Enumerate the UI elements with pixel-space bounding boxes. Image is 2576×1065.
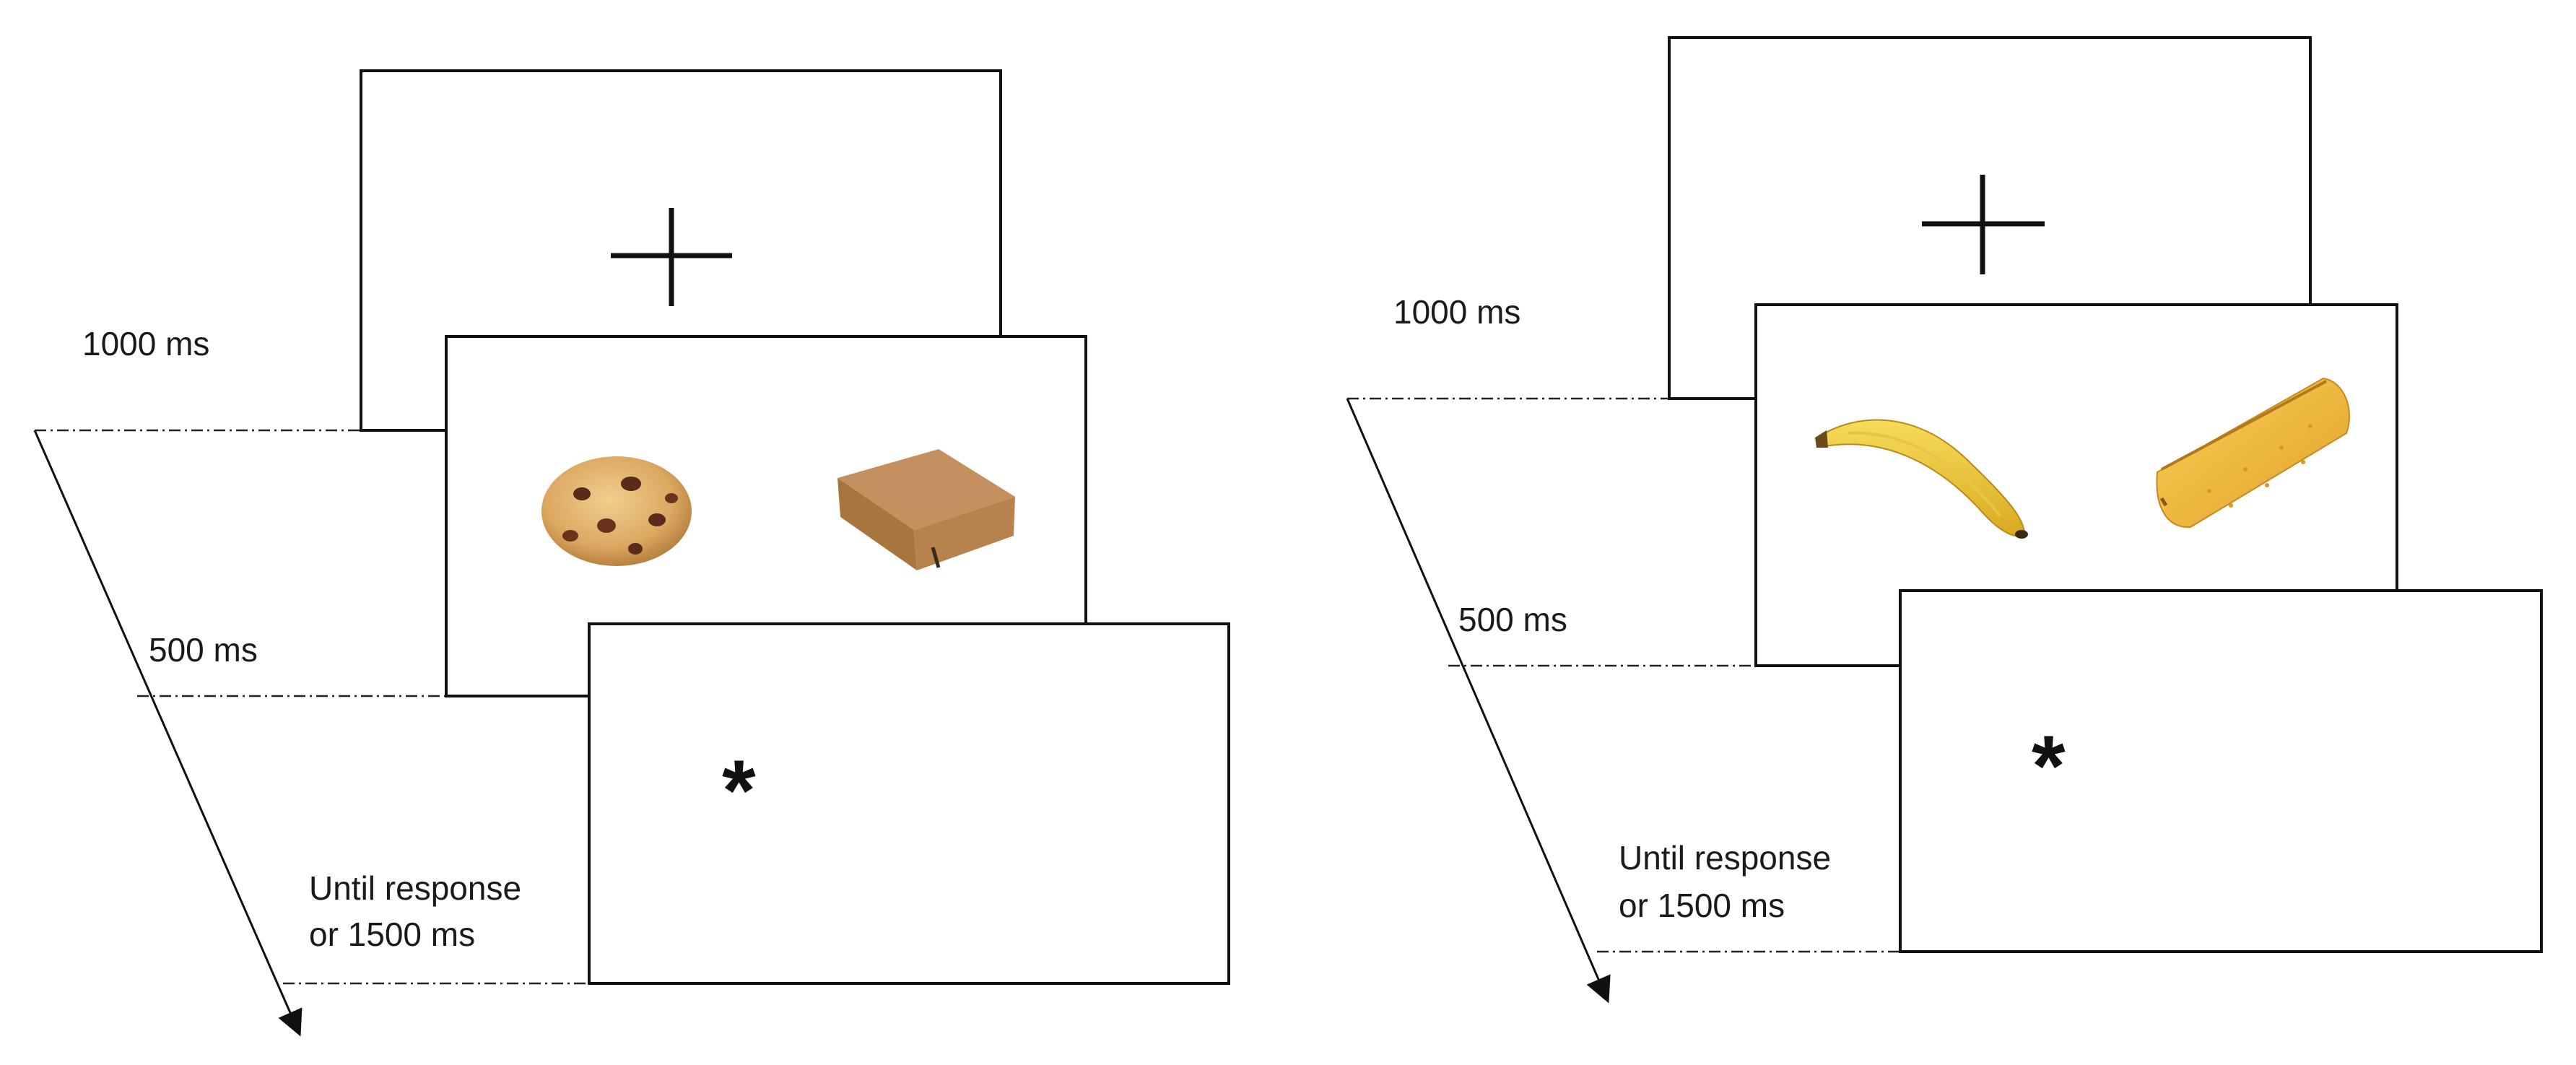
probe-screen: * [1899, 589, 2543, 953]
pencil-case-image [2156, 377, 2350, 529]
probe-asterisk: * [2032, 718, 2066, 814]
fixation-duration-label: 1000 ms [1393, 293, 1520, 331]
time-axis-arrow [33, 430, 303, 1037]
cookie-image [541, 456, 692, 566]
fixation-duration-label: 1000 ms [82, 325, 209, 362]
probe-screen: * [588, 622, 1230, 985]
left-panel: * 1000 ms 500 ms Until response or 1500 … [33, 69, 1230, 1037]
stimuli-duration-label: 500 ms [149, 631, 258, 669]
stimuli-duration-label: 500 ms [1458, 601, 1567, 638]
binder-folder-image [837, 449, 1015, 570]
probe-duration-label-line2: or 1500 ms [1619, 887, 1785, 924]
probe-duration-label-line1: Until response [309, 869, 521, 907]
banana-image [1815, 419, 2028, 539]
time-axis-arrow [1346, 398, 1611, 1004]
probe-duration-label-line2: or 1500 ms [309, 916, 475, 953]
right-panel: * 1000 ms 500 ms Until response or 1500 … [1346, 36, 2543, 1004]
probe-asterisk: * [722, 742, 756, 839]
probe-duration-label-line1: Until response [1619, 839, 1831, 877]
